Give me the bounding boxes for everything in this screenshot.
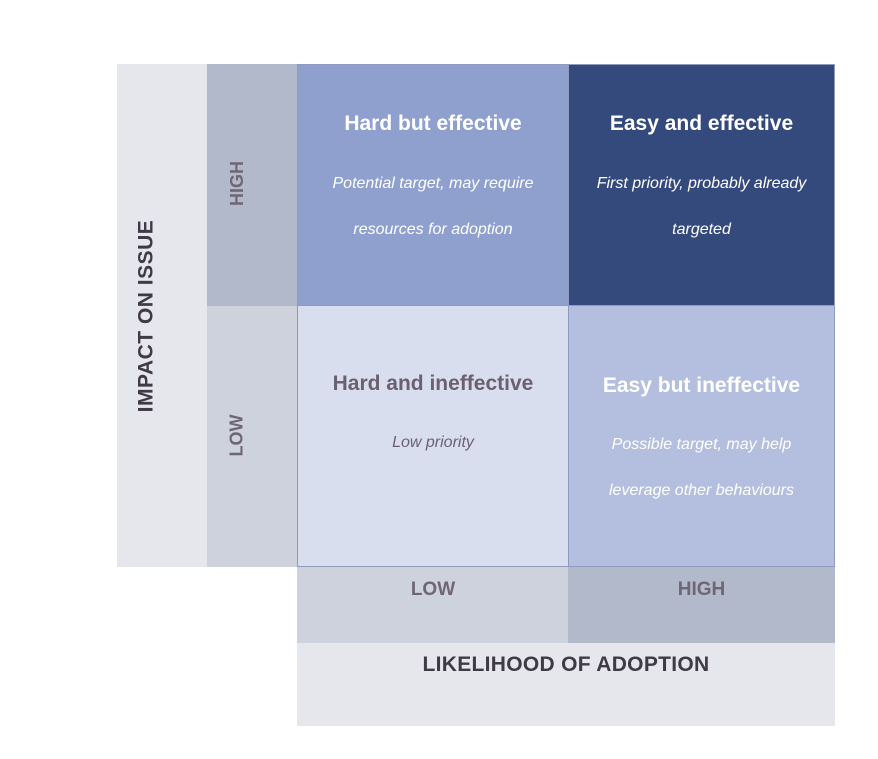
quadrant-title: Hard and ineffective: [332, 372, 534, 395]
quadrant-easy-ineffective: Easy but ineffective Possible target, ma…: [568, 305, 835, 567]
y-level-low-label: LOW: [207, 414, 267, 456]
quadrant-desc-line1: First priority, probably already: [596, 175, 807, 192]
quadrant-desc-line1: Potential target, may require: [332, 175, 534, 192]
y-high-band: [207, 64, 297, 306]
quadrant-title: Easy but ineffective: [602, 374, 801, 397]
quadrant-easy-effective: Easy and effective First priority, proba…: [568, 64, 835, 306]
y-axis-title: IMPACT ON ISSUE: [117, 64, 175, 567]
y-axis-band: [117, 64, 207, 567]
x-low-band: LOW: [297, 567, 569, 643]
x-level-low-label: LOW: [410, 579, 456, 600]
quadrant-hard-effective: Hard but effective Potential target, may…: [297, 64, 569, 306]
quadrant-desc-line1: Low priority: [392, 434, 474, 451]
quadrant-hard-ineffective: Hard and ineffective Low priority: [297, 305, 569, 567]
x-level-high-label: HIGH: [677, 579, 726, 600]
y-axis-title-text: IMPACT ON ISSUE: [134, 219, 157, 412]
y-level-high-label: HIGH: [207, 161, 267, 206]
y-level-high-text: HIGH: [226, 160, 247, 206]
x-axis-band: LIKELIHOOD OF ADOPTION: [297, 643, 835, 726]
quadrant-title: Easy and effective: [609, 112, 794, 135]
quadrant-title: Hard but effective: [344, 112, 522, 135]
quadrant-desc-line1: Possible target, may help: [611, 436, 792, 453]
x-high-band: HIGH: [568, 567, 835, 643]
quadrant-desc-line2: resources for adoption: [353, 221, 513, 238]
quadrant-desc-line2: targeted: [672, 221, 731, 238]
y-level-low-text: LOW: [226, 414, 247, 456]
x-axis-title: LIKELIHOOD OF ADOPTION: [422, 653, 710, 676]
y-low-band: [207, 306, 297, 567]
quadrant-desc-line2: leverage other behaviours: [608, 482, 794, 499]
